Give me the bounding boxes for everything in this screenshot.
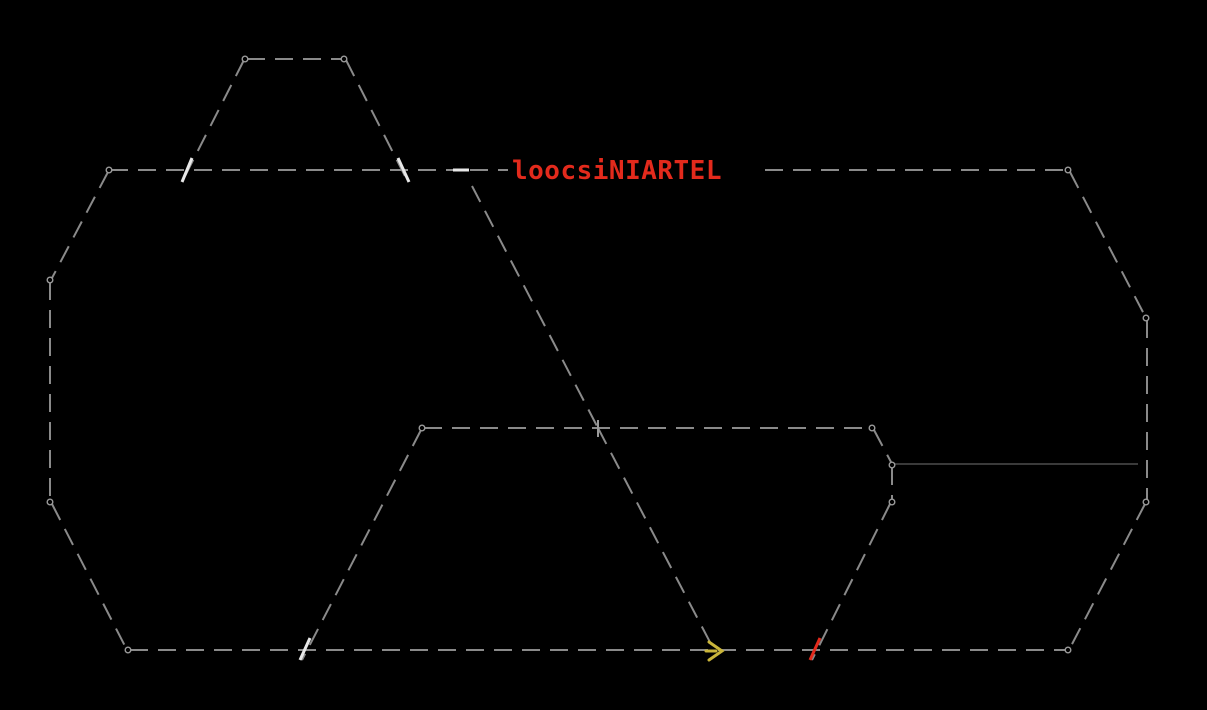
circle-node-icon bbox=[1064, 646, 1072, 654]
circle-node-icon bbox=[46, 498, 54, 506]
circle-node-icon bbox=[340, 55, 348, 63]
track-long-diagonal bbox=[471, 185, 713, 647]
circle-node-icon bbox=[868, 424, 876, 432]
switch-bottom-right-red[interactable] bbox=[808, 637, 822, 661]
circle-node-icon bbox=[418, 424, 426, 432]
circle-node-icon bbox=[1142, 498, 1150, 506]
circle-node-icon bbox=[1142, 314, 1150, 322]
circle-node-icon bbox=[124, 646, 132, 654]
circle-node-icon bbox=[888, 461, 896, 469]
circle-node-icon bbox=[241, 55, 249, 63]
circle-node-icon bbox=[888, 498, 896, 506]
arrow-chevron-icon[interactable] bbox=[704, 640, 725, 662]
circle-node-icon bbox=[105, 166, 113, 174]
track-middle bbox=[301, 427, 893, 661]
circle-node-icon bbox=[1064, 166, 1072, 174]
switch-upper-right[interactable] bbox=[396, 157, 411, 183]
nodes bbox=[46, 55, 1150, 654]
track-right-outer bbox=[894, 171, 1148, 649]
switch-upper-left[interactable] bbox=[180, 157, 194, 183]
game-title: loocsiNIARTEL bbox=[512, 156, 722, 186]
switch-bottom-left[interactable] bbox=[298, 637, 312, 661]
circle-node-icon bbox=[46, 276, 54, 284]
track-left-outer bbox=[49, 171, 127, 649]
switches bbox=[180, 157, 822, 661]
track-upper-hexagon bbox=[181, 58, 409, 183]
